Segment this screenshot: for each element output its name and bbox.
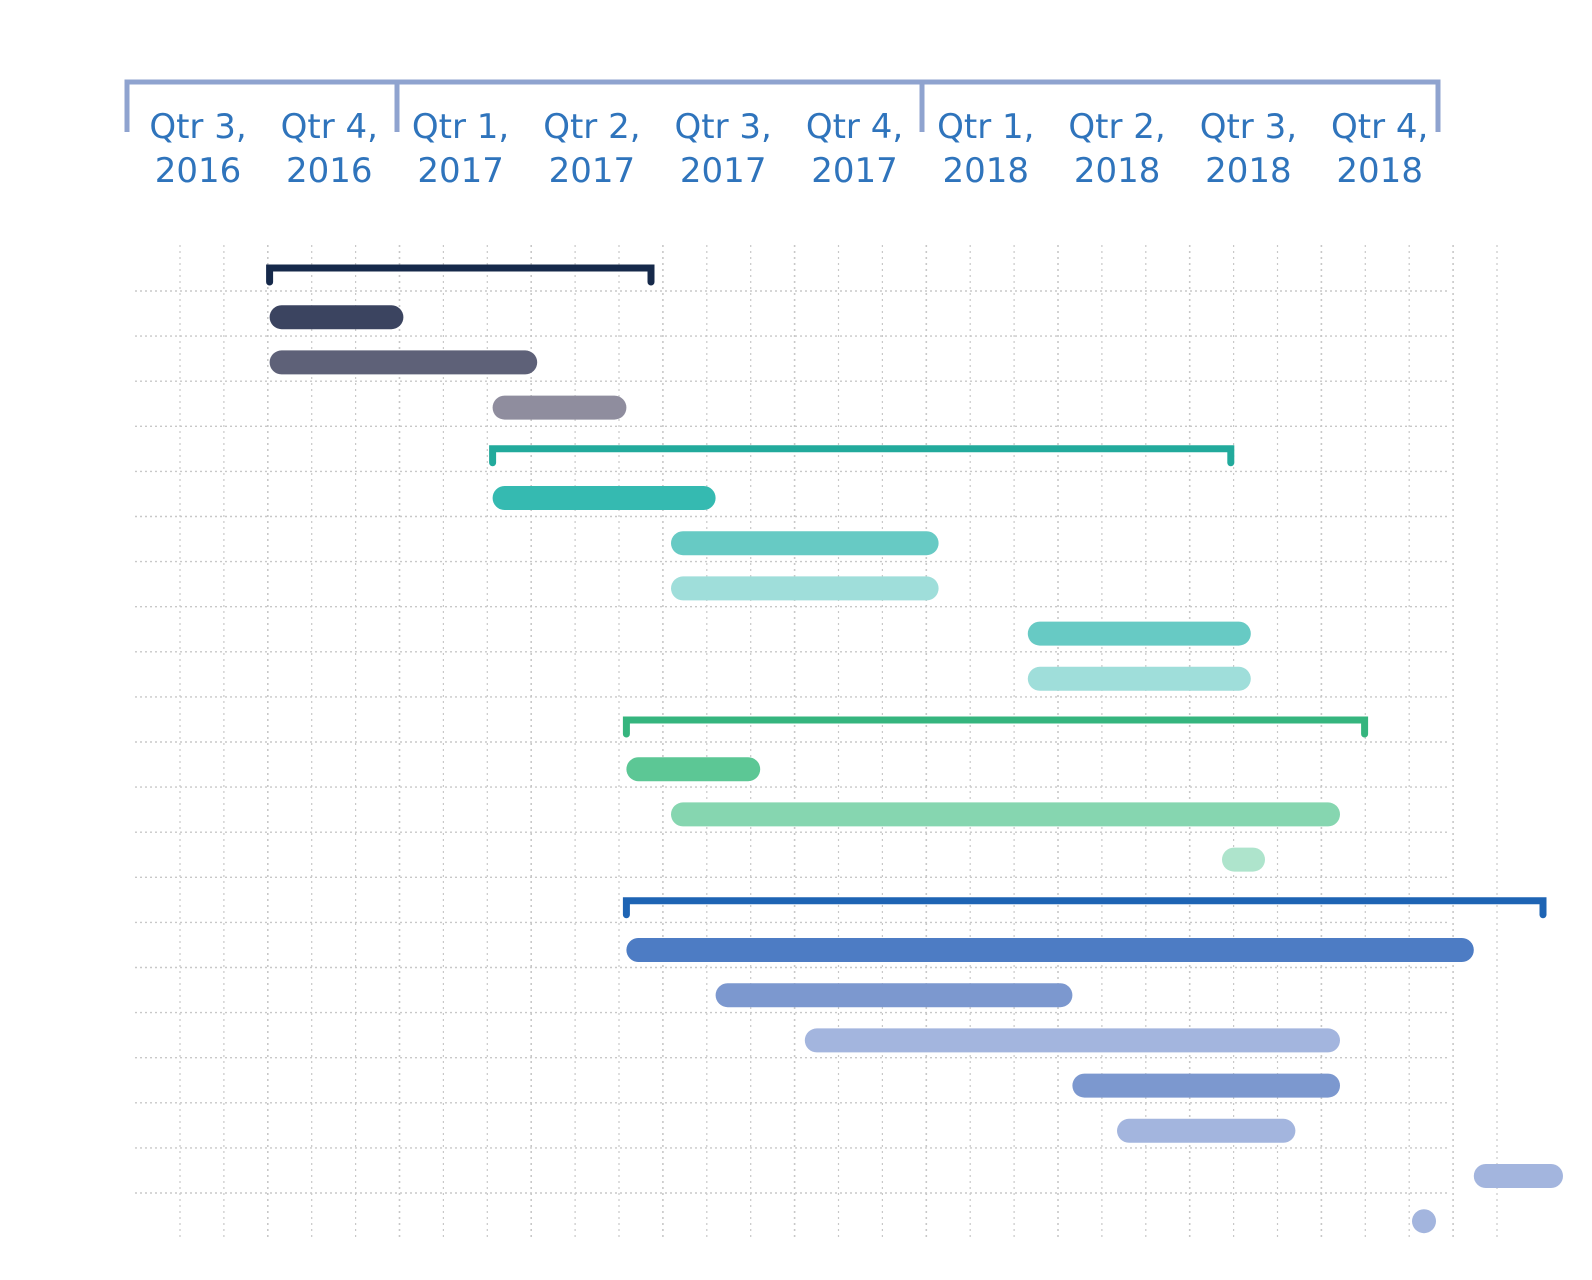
group-bracket (622, 897, 1547, 919)
task-bar (671, 576, 939, 601)
quarter-label-line1: Qtr 3, (149, 107, 247, 147)
quarter-label-line1: Qtr 2, (543, 107, 641, 147)
quarter-label: Qtr 3,2017 (658, 105, 788, 193)
quarter-label: Qtr 2,2018 (1052, 105, 1182, 193)
quarter-label-line1: Qtr 1, (411, 107, 510, 147)
quarter-label: Qtr 4,2016 (264, 105, 394, 193)
quarter-label-line2: 2018 (1336, 151, 1423, 192)
task-bar (1072, 1073, 1340, 1098)
task-bar (1027, 621, 1251, 646)
task-bar (1473, 1164, 1563, 1188)
task-bar (1027, 666, 1251, 691)
quarter-label-line2: 2017 (679, 151, 767, 192)
quarter-label: Qtr 4,2018 (1315, 105, 1445, 193)
quarter-label-line1: Qtr 4, (1331, 107, 1429, 147)
quarter-label: Qtr 2,2017 (527, 105, 657, 193)
quarter-label-line1: Qtr 2, (1068, 107, 1166, 147)
task-bar (671, 802, 1340, 827)
group-bracket (489, 445, 1235, 467)
quarter-label-line2: 2016 (154, 151, 242, 192)
task-bar (1222, 847, 1265, 872)
quarter-label-line2: 2018 (1205, 151, 1292, 192)
quarter-label: Qtr 3,2018 (1183, 105, 1313, 193)
task-bar (626, 757, 761, 782)
quarter-label-line1: Qtr 4, (805, 107, 904, 147)
quarter-label-line2: 2016 (286, 151, 373, 192)
quarter-label-line2: 2018 (942, 151, 1030, 192)
timeline-bracket (124, 79, 1441, 132)
task-bar (626, 938, 1474, 962)
quarter-label: Qtr 3,2016 (133, 105, 263, 193)
quarter-label-line2: 2017 (811, 151, 898, 192)
task-bar (269, 350, 538, 375)
group-bracket (622, 716, 1369, 738)
quarter-label: Qtr 1,2018 (921, 105, 1051, 193)
quarter-label-line1: Qtr 3, (674, 107, 772, 147)
quarter-label: Qtr 4,2017 (790, 105, 920, 193)
quarter-label-line2: 2017 (417, 151, 504, 192)
task-bar (1117, 1118, 1296, 1143)
task-bar (492, 395, 627, 420)
quarter-label-line2: 2017 (548, 151, 636, 192)
task-bar (1412, 1209, 1436, 1234)
quarter-label-line2: 2018 (1073, 151, 1161, 192)
task-bar (671, 531, 939, 556)
quarter-label-line1: Qtr 1, (937, 107, 1035, 147)
task-bar (804, 1028, 1340, 1053)
group-bracket (266, 264, 655, 286)
task-bar (715, 983, 1073, 1008)
task-bar (269, 305, 404, 330)
task-bar (492, 486, 716, 510)
quarter-label: Qtr 1,2017 (396, 105, 526, 193)
quarter-label-line1: Qtr 4, (280, 107, 378, 147)
quarter-label-line1: Qtr 3, (1199, 107, 1298, 147)
